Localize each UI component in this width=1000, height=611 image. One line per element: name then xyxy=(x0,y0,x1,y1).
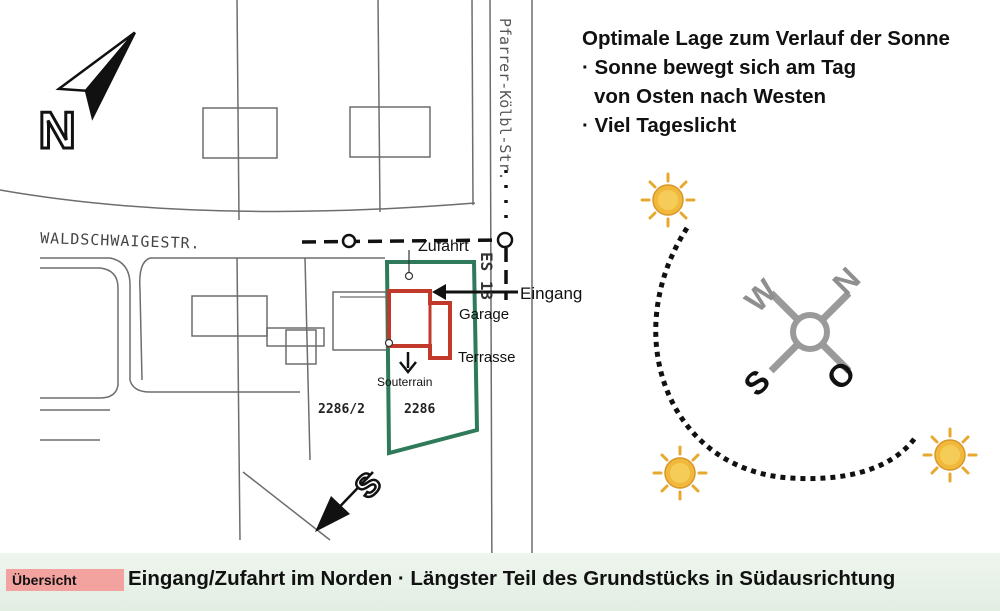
info-bullet-2: · Viel Tageslicht xyxy=(582,114,737,137)
zone-label: ES 13 xyxy=(477,252,496,300)
house-footprint xyxy=(387,289,452,360)
label-zufahrt: Zufahrt xyxy=(418,238,469,255)
souterrain-arrow xyxy=(399,352,417,375)
north-arrow-icon: N xyxy=(37,31,136,161)
map-lines xyxy=(0,0,533,601)
label-eingang: Eingang xyxy=(520,284,582,303)
info-heading: Optimale Lage zum Verlauf der Sonne xyxy=(582,27,950,50)
overview-tag: Übersicht xyxy=(6,569,124,591)
label-garage: Garage xyxy=(459,306,509,323)
info-bullet-1: · Sonne bewegt sich am Tag xyxy=(582,56,857,79)
north-arrow-letter: N xyxy=(38,102,76,160)
sun-west-icon xyxy=(922,427,978,483)
sun-south-icon xyxy=(652,445,708,501)
footer-caption: Eingang/Zufahrt im Norden · Längster Tei… xyxy=(128,567,896,590)
route-node-1 xyxy=(341,233,357,249)
entrance-arrow xyxy=(432,284,518,300)
street-name-west: WALDSCHWAIGESTR. xyxy=(40,229,201,253)
route-lines xyxy=(301,170,508,300)
compass-east: O xyxy=(819,354,862,397)
footer-bar: Übersicht Eingang/Zufahrt im Norden · Lä… xyxy=(0,553,1000,611)
compass-north: N xyxy=(825,260,867,302)
label-souterrain: Souterrain xyxy=(377,375,432,389)
info-bullet-1-cont: von Osten nach Westen xyxy=(594,85,827,108)
parcel-number-left: 2286/2 xyxy=(318,402,365,417)
compass-west: W xyxy=(737,272,784,319)
label-terrasse: Terrasse xyxy=(458,349,516,366)
sun-east-icon xyxy=(640,172,696,228)
route-node-2 xyxy=(496,231,514,249)
south-arrow-icon: S xyxy=(315,464,389,532)
plot-outline xyxy=(384,260,480,456)
sun-path-arc xyxy=(653,226,918,482)
compass-rose-icon xyxy=(768,290,852,374)
south-arrow-letter: S xyxy=(347,465,388,506)
street-name-north: Pfarrer-Kölbl-Str. xyxy=(496,18,514,181)
info-panel: Optimale Lage zum Verlauf der Sonne · So… xyxy=(582,24,992,140)
parcel-number-right: 2286 xyxy=(404,402,435,417)
